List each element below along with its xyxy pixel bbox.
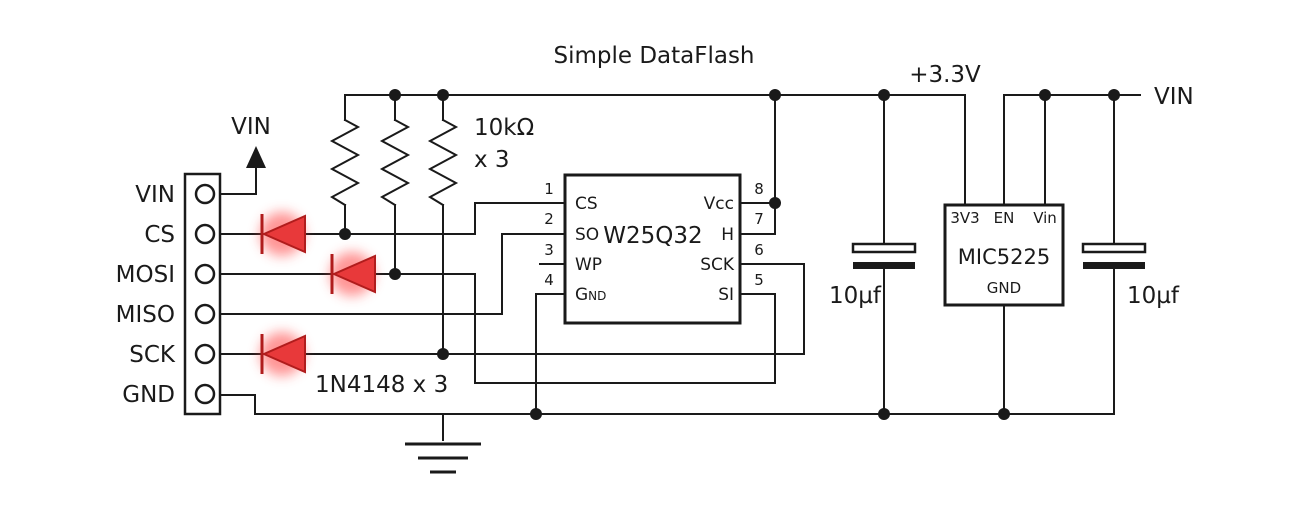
regulator-name: MIC5225 bbox=[958, 245, 1050, 269]
capacitor-right bbox=[1081, 242, 1147, 269]
flash-chip-name: W25Q32 bbox=[603, 223, 702, 249]
diagram-title: Simple DataFlash bbox=[553, 43, 754, 69]
header-pin-sck bbox=[194, 343, 216, 365]
header-labels: VIN CS MOSI MISO SCK GND bbox=[116, 182, 176, 408]
header-label-sck: SCK bbox=[129, 342, 176, 368]
header-label-miso: MISO bbox=[116, 302, 175, 328]
regulator-pin-3v3: 3V3 bbox=[950, 209, 979, 227]
flash-pin-name-si: SI bbox=[718, 285, 734, 305]
flash-pin-name-vcc: Vcc bbox=[704, 194, 734, 214]
flash-pin-num-2: 2 bbox=[544, 210, 554, 228]
flash-pin-num-4: 4 bbox=[544, 271, 554, 289]
diode-label: 1N4148 x 3 bbox=[315, 372, 448, 398]
header-pin-gnd bbox=[194, 383, 216, 405]
vin-arrow-label: VIN bbox=[231, 114, 271, 140]
flash-pin-name-cs: CS bbox=[575, 194, 598, 214]
diode-cs bbox=[260, 212, 306, 256]
flash-pin-name-h: H bbox=[721, 225, 734, 245]
flash-chip bbox=[563, 173, 742, 325]
resistor-2 bbox=[379, 118, 411, 207]
header-label-mosi: MOSI bbox=[116, 262, 175, 288]
capacitor-right-label: 10µf bbox=[1127, 283, 1180, 309]
pin-header bbox=[183, 172, 222, 416]
resistor-3 bbox=[427, 118, 459, 207]
regulator-chip bbox=[943, 203, 1065, 307]
capacitor-left-label: 10µf bbox=[829, 283, 882, 309]
flash-pin-num-1: 1 bbox=[544, 180, 554, 198]
regulator-pin-vin: Vin bbox=[1033, 209, 1057, 227]
flash-pin-num-5: 5 bbox=[754, 271, 764, 289]
junction-dots bbox=[339, 89, 1120, 420]
regulator-pin-en: EN bbox=[994, 209, 1015, 227]
flash-pin-name-wp: WP bbox=[575, 255, 602, 275]
flash-pin-num-6: 6 bbox=[754, 241, 764, 259]
flash-pin-name-so: SO bbox=[575, 225, 599, 245]
header-label-cs: CS bbox=[144, 222, 175, 248]
diode-mosi bbox=[330, 252, 376, 296]
vin-arrow-icon bbox=[246, 146, 266, 168]
regulator-gnd-label: GND bbox=[987, 279, 1021, 297]
resistor-value-label: 10kΩ bbox=[474, 115, 534, 141]
header-pin-vin bbox=[194, 183, 216, 205]
flash-pin-num-7: 7 bbox=[754, 210, 764, 228]
resistor-1 bbox=[329, 118, 361, 207]
regulator-input-label: VIN bbox=[1154, 84, 1194, 110]
flash-pin-num-3: 3 bbox=[544, 241, 554, 259]
header-label-vin: VIN bbox=[135, 182, 175, 208]
flash-pin-name-gnd: Gnd bbox=[575, 285, 606, 305]
header-pin-miso bbox=[194, 303, 216, 325]
header-label-gnd: GND bbox=[122, 382, 175, 408]
capacitor-left bbox=[851, 242, 917, 269]
ground-symbol bbox=[405, 442, 481, 474]
regulator-output-label: +3.3V bbox=[909, 62, 981, 88]
header-pin-mosi bbox=[194, 263, 216, 285]
flash-pin-num-8: 8 bbox=[754, 180, 764, 198]
resistor-count-label: x 3 bbox=[474, 147, 510, 173]
flash-pin-name-sck: SCK bbox=[700, 255, 735, 275]
header-pin-cs bbox=[194, 223, 216, 245]
diode-sck bbox=[260, 332, 306, 376]
